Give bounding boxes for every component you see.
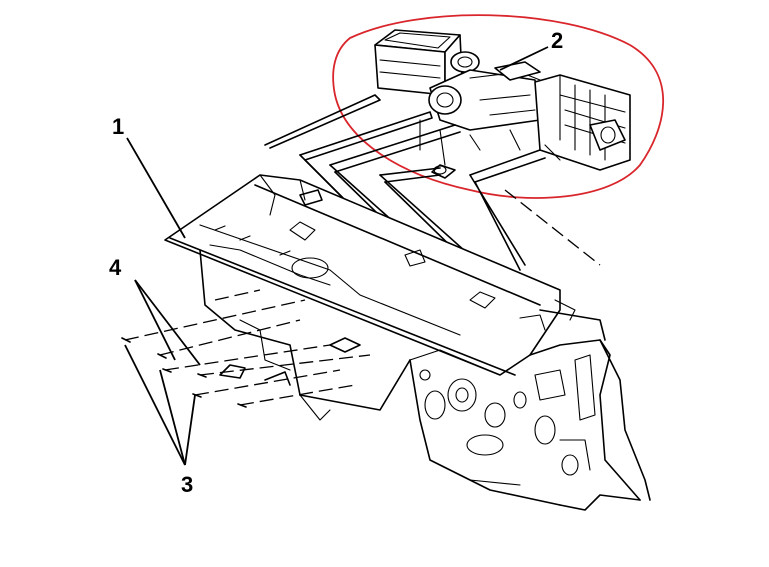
callout-3: 3	[181, 472, 193, 497]
dash-panel	[199, 249, 651, 511]
leader-lines	[124, 46, 549, 466]
callout-4: 4	[109, 255, 122, 280]
callout-1: 1	[112, 114, 124, 139]
cowl-panel	[164, 174, 606, 376]
hvac-module	[374, 29, 631, 179]
highlight-circle	[332, 14, 664, 199]
callout-2: 2	[551, 28, 563, 53]
fasteners	[121, 289, 371, 408]
